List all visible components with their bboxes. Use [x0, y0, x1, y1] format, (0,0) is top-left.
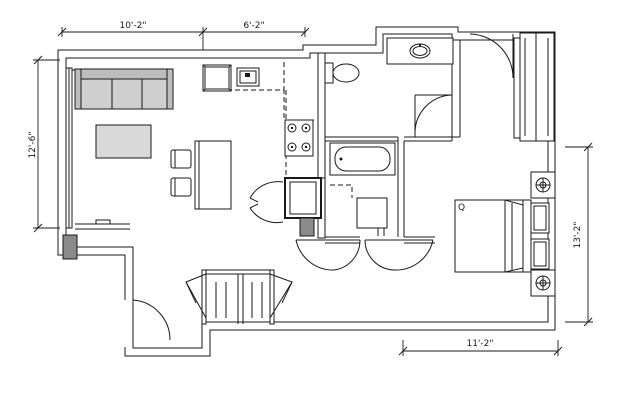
desk — [62, 219, 130, 260]
stove-icon — [284, 119, 314, 157]
toilet-icon — [324, 62, 360, 84]
coffee-table — [95, 124, 152, 159]
dimension-label-top-mid: 6'-2" — [243, 21, 264, 31]
dimension-right: 13'-2" — [565, 142, 593, 327]
dimension-left: 12'-6" — [28, 55, 60, 233]
bar-stools — [170, 149, 192, 197]
dimension-top-mid: 6'-2" — [203, 21, 310, 37]
entry-closet — [185, 269, 293, 325]
living-room — [62, 68, 232, 260]
dimension-bottom: 11'-2" — [398, 339, 563, 356]
kitchen — [202, 62, 322, 237]
nightstand-bottom — [530, 269, 556, 297]
dimension-label-right: 13'-2" — [573, 221, 583, 248]
queen-bed: Q — [454, 199, 550, 273]
refrigerator — [202, 64, 232, 92]
dining-table — [194, 140, 232, 210]
bathroom — [324, 37, 454, 176]
left-window — [65, 67, 80, 229]
dimension-top-left: 10'-2" — [57, 21, 208, 50]
washer-dryer — [284, 177, 322, 237]
dimension-label-top-left: 10'-2" — [119, 21, 146, 31]
wardrobe — [469, 32, 555, 142]
bathtub — [329, 142, 396, 176]
nightstand-top — [530, 171, 556, 199]
sofa — [74, 68, 174, 110]
kitchen-sink-icon — [236, 67, 260, 87]
utility-closet — [295, 184, 434, 271]
dimension-label-bottom: 11'-2" — [466, 339, 493, 349]
dimension-label-left: 12'-6" — [28, 131, 38, 158]
bedroom: Q — [454, 171, 556, 297]
bed-label: Q — [458, 203, 465, 213]
